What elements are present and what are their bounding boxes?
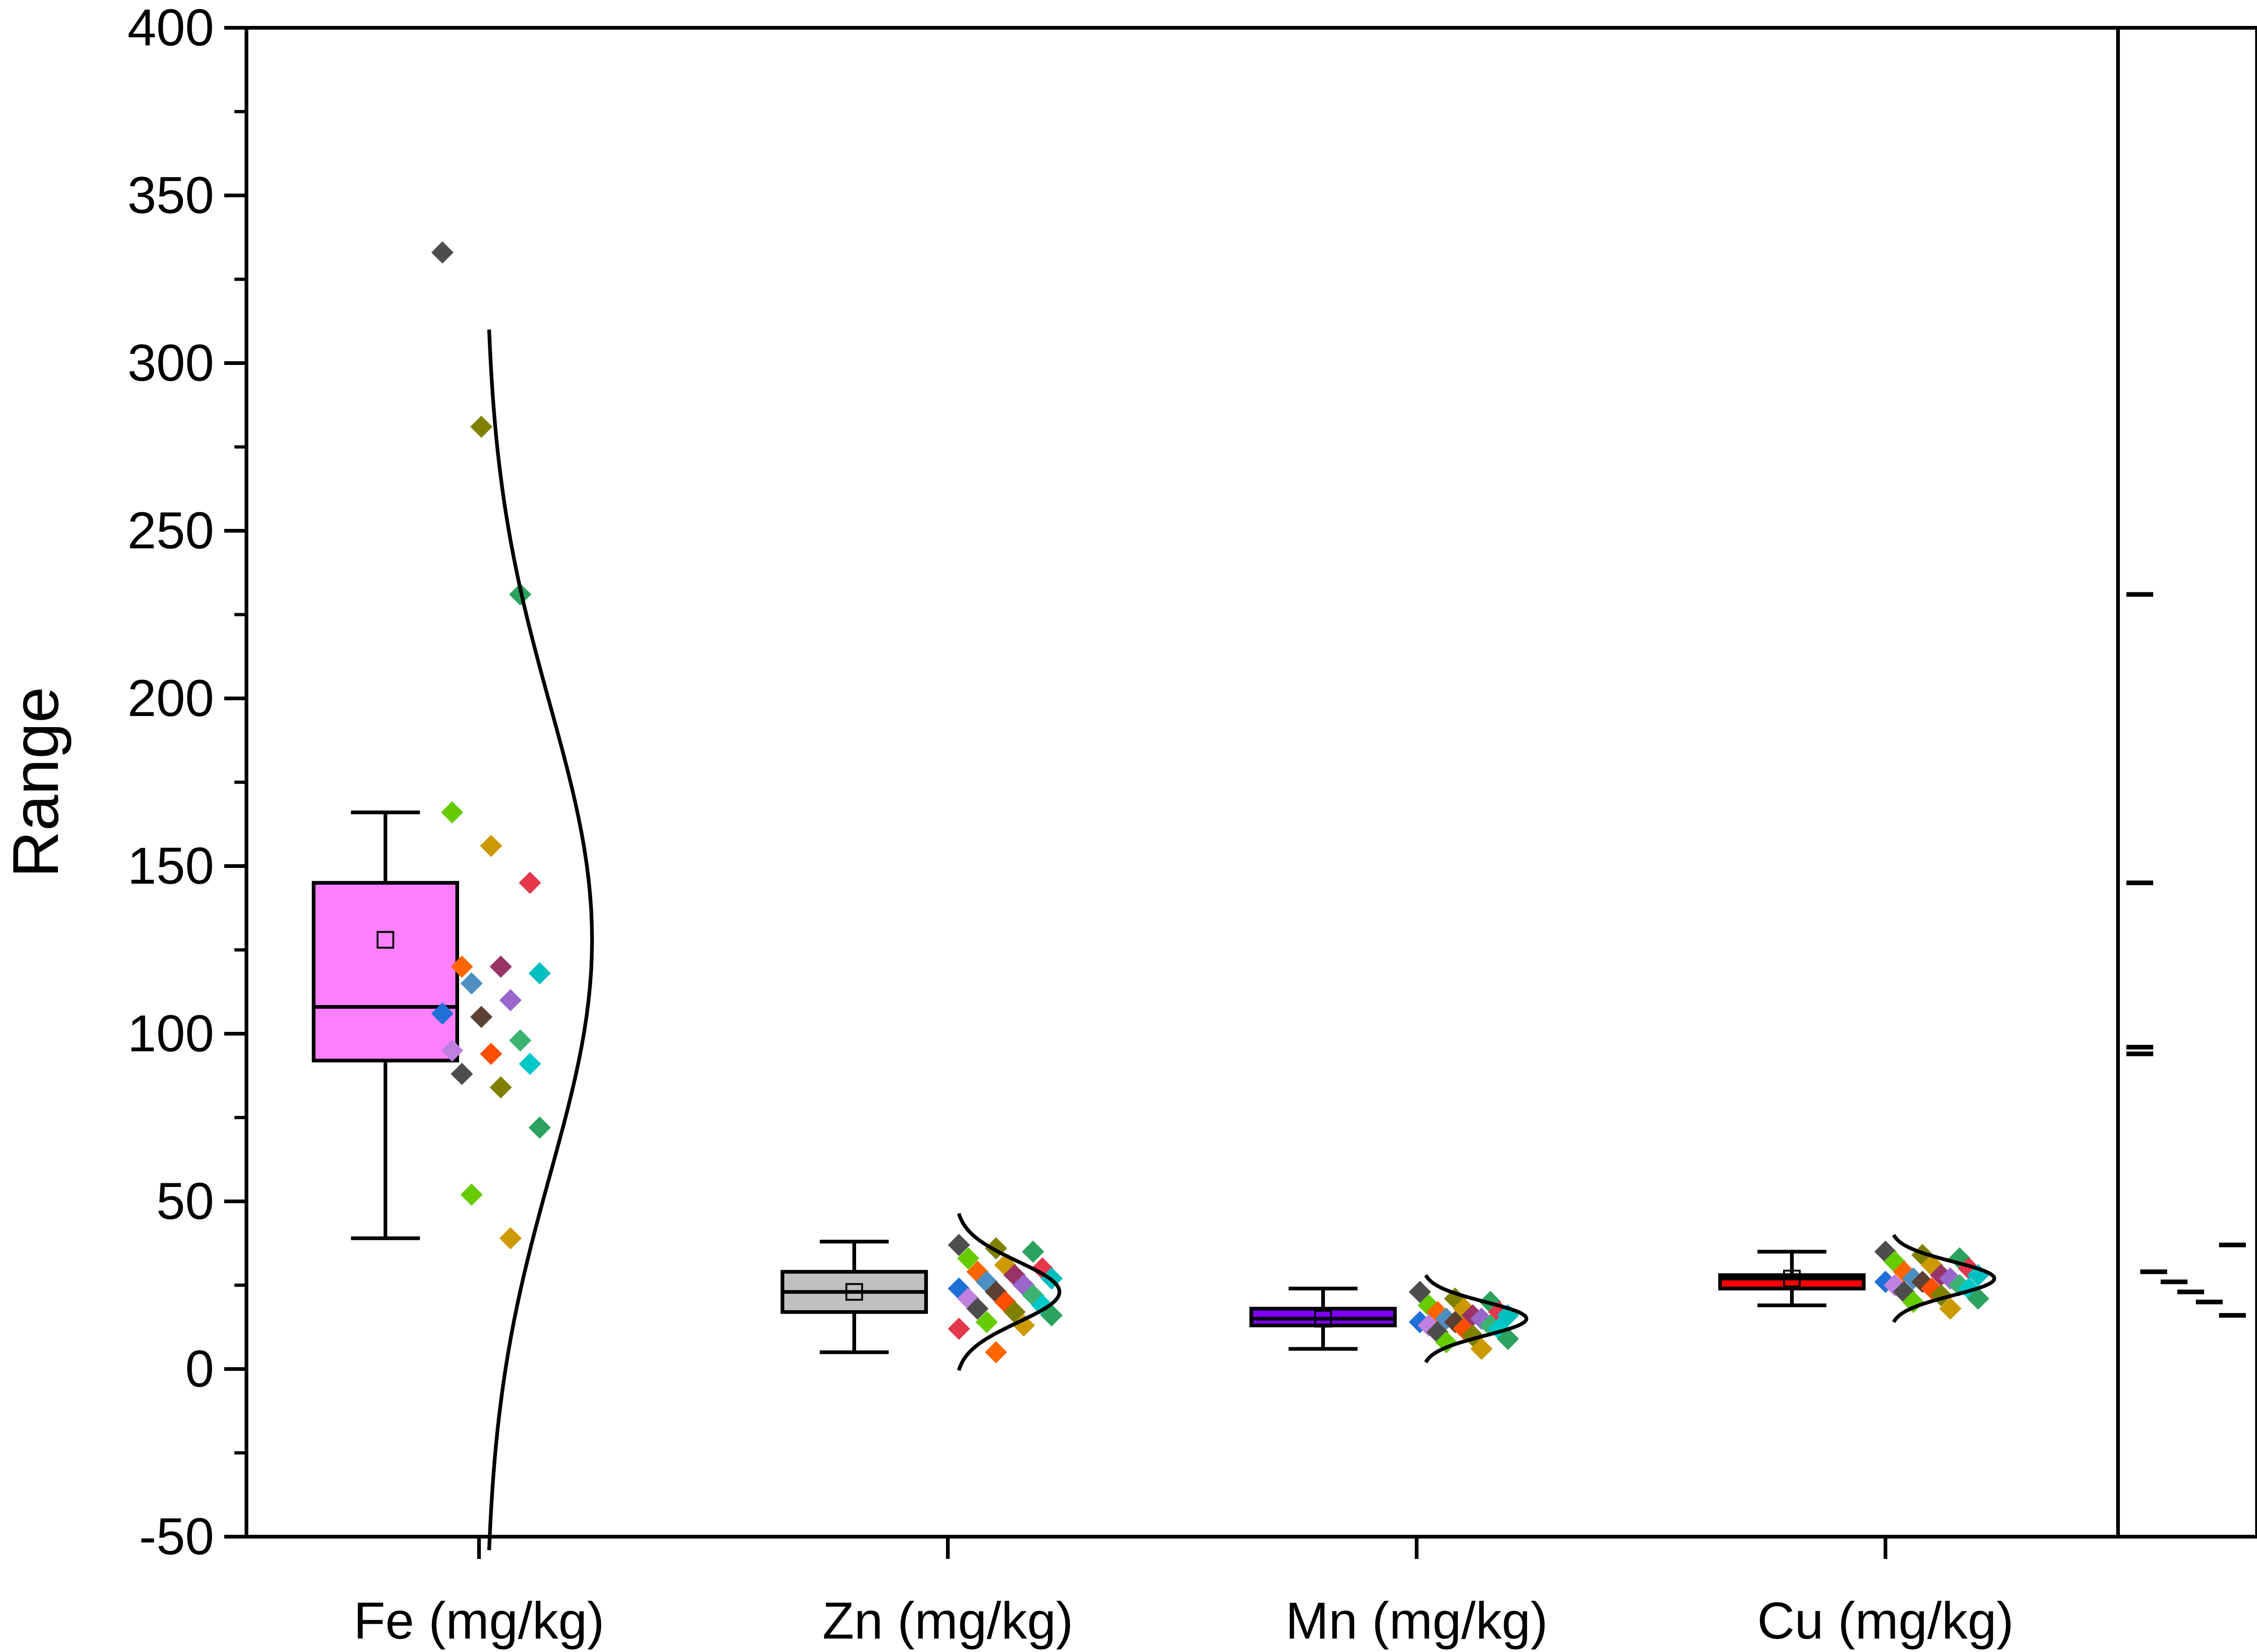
distribution-curve [957,1212,1062,1371]
data-point [490,955,512,978]
data-point [499,989,522,1011]
x-axis: Fe (mg/kg) Zn (mg/kg) Mn (mg/kg) Cu (mg/kg) [353,1537,2014,1650]
data-point [470,415,492,438]
y-tick-label: 250 [127,502,214,559]
data-point [1022,1240,1044,1263]
y-axis: -50 0 50 100 150 200 250 300 350 400 [127,0,246,1565]
data-point [499,1227,522,1250]
data-point [1967,1287,1989,1310]
data-point [431,1002,454,1025]
y-tick-label: -50 [139,1508,214,1565]
data-point [1902,1291,1924,1313]
mean-marker [1783,1269,1801,1288]
mean-marker [845,1283,863,1301]
data-point [985,1341,1007,1363]
data-point [957,1247,979,1270]
data-point [480,1043,502,1065]
data-point [529,962,551,985]
x-tick-label: Mn (mg/kg) [1286,1592,1548,1650]
data-point [1013,1314,1035,1337]
y-tick-label: 350 [127,166,214,224]
mean-marker [1314,1310,1332,1328]
y-tick-label: 50 [156,1172,214,1230]
data-point [519,872,541,894]
data-point [480,835,502,857]
x-tick-label: Cu (mg/kg) [1757,1592,2014,1650]
data-point [460,1183,483,1206]
data-point [976,1311,998,1333]
data-point [470,1005,492,1028]
box [312,881,459,1062]
data-point [441,801,463,824]
y-tick-label: 100 [127,1005,214,1062]
plot-series [312,241,1997,1551]
marginal-rug [2126,592,2246,1318]
data-point [966,1297,989,1320]
mean-marker [377,931,394,949]
data-point [451,955,473,978]
data-point [509,1029,531,1052]
data-point [1497,1327,1519,1350]
y-axis-title: Range [0,687,72,878]
data-point [1939,1297,1961,1320]
distribution-curve [1424,1274,1529,1363]
distribution-curve [1892,1234,1997,1323]
y-tick-label: 300 [127,334,214,392]
y-tick-label: 150 [127,837,214,895]
data-point [529,1116,551,1139]
data-point [490,1076,512,1099]
y-tick-label: 0 [185,1340,214,1398]
x-tick-label: Fe (mg/kg) [353,1592,604,1650]
y-tick-label: 400 [127,0,214,57]
data-point [519,1053,541,1075]
x-tick-label: Zn (mg/kg) [822,1592,1073,1650]
distribution-curve [487,329,594,1551]
data-point [451,1062,473,1085]
data-point [441,1039,463,1062]
data-point [1470,1338,1493,1360]
y-tick-label: 200 [127,669,214,727]
data-point [1435,1331,1457,1354]
data-point [948,1318,970,1340]
data-point [460,972,483,995]
data-point [948,1234,970,1256]
data-point [431,241,454,264]
data-point [1003,1300,1026,1323]
